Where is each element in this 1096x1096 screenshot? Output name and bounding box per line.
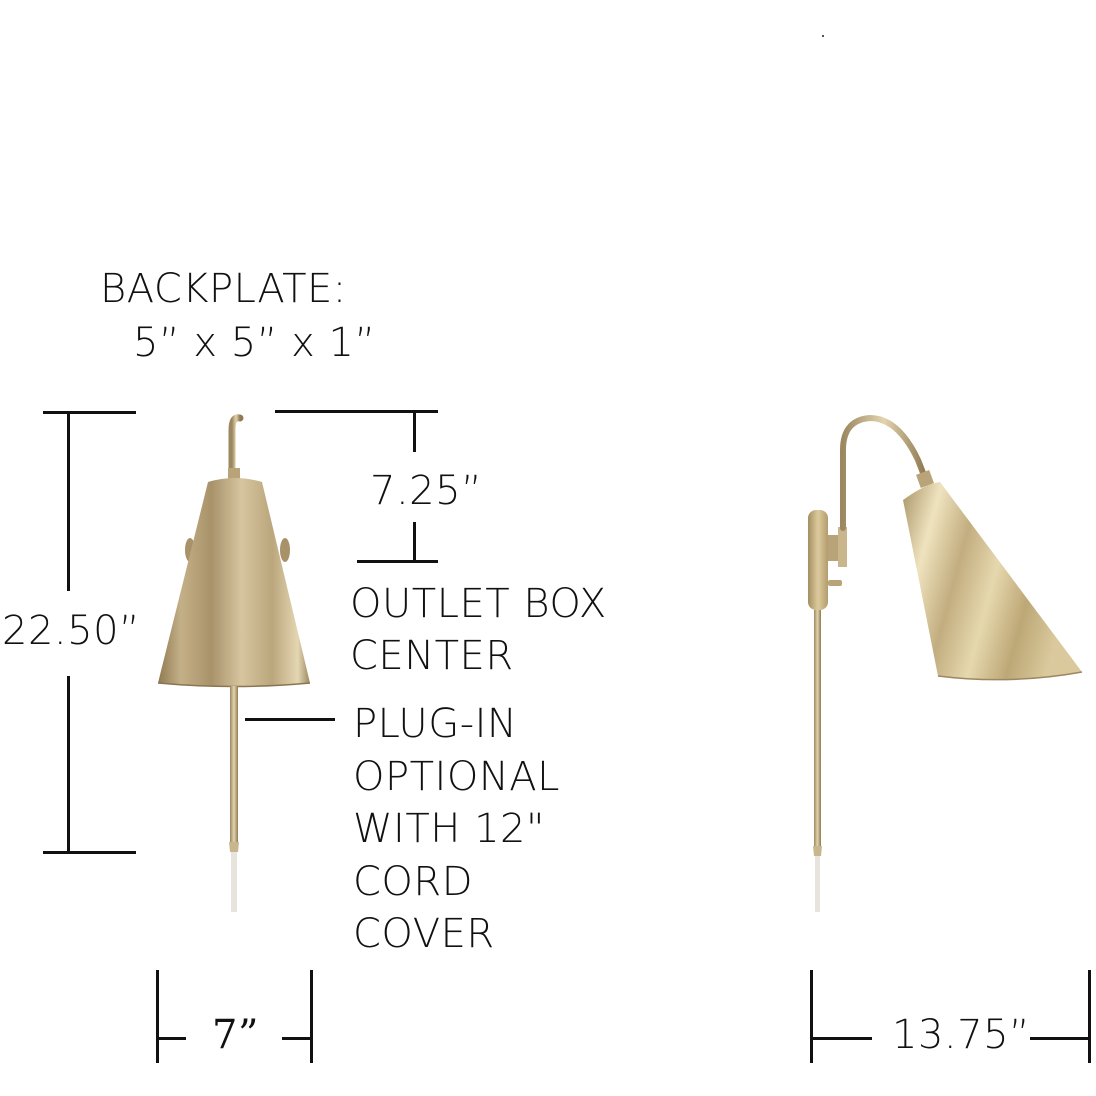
- front-width-label: 7”: [212, 1012, 259, 1058]
- outlet-offset-label: 7.25”: [370, 468, 483, 514]
- outlet-callout-line-2: CENTER: [350, 633, 514, 679]
- height-dim-bottom-tick: [43, 851, 136, 854]
- height-dimension-label: 22.50”: [2, 608, 141, 654]
- front-width-dim-left-line: [156, 1037, 186, 1040]
- height-dim-upper-line: [67, 411, 70, 591]
- backplate-title: BACKPLATE:: [100, 266, 347, 312]
- backplate-dimensions: 5” x 5” x 1”: [133, 320, 376, 366]
- side-view-lamp: [808, 414, 1083, 912]
- plug-in-line-2: OPTIONAL: [353, 753, 560, 800]
- front-width-dim-right-line: [282, 1037, 312, 1040]
- side-dim-right-tick: [1088, 970, 1091, 1063]
- plug-in-line-5: COVER: [353, 911, 495, 957]
- side-dim-right-line: [1030, 1037, 1090, 1040]
- outlet-dim-upper-line: [413, 410, 416, 452]
- outlet-callout-line-1: OUTLET BOX: [350, 581, 607, 627]
- side-dim-left-line: [810, 1037, 872, 1040]
- front-width-dim-right-tick: [310, 970, 313, 1063]
- height-dim-top-tick: [43, 411, 136, 414]
- stray-dot: [822, 35, 824, 37]
- front-view-lamp: [157, 414, 311, 912]
- plug-in-leader-line: [245, 718, 335, 721]
- plug-in-callout: PLUG-IN OPTIONAL WITH 12" CORD COVER: [353, 698, 560, 961]
- plug-in-line-4: CORD: [353, 858, 474, 905]
- height-dim-lower-line: [67, 676, 70, 854]
- outlet-dim-top-tick: [275, 410, 438, 413]
- plug-in-line-3: WITH 12": [353, 806, 545, 852]
- front-width-dim-left-tick: [156, 970, 159, 1063]
- outlet-dim-bottom-tick: [357, 560, 438, 563]
- outlet-dim-lower-line: [413, 522, 416, 562]
- outlet-box-callout: OUTLET BOX CENTER: [350, 578, 607, 682]
- side-extension-label: 13.75”: [892, 1012, 1031, 1058]
- plug-in-line-1: PLUG-IN: [353, 701, 518, 747]
- side-dim-left-tick: [810, 970, 813, 1063]
